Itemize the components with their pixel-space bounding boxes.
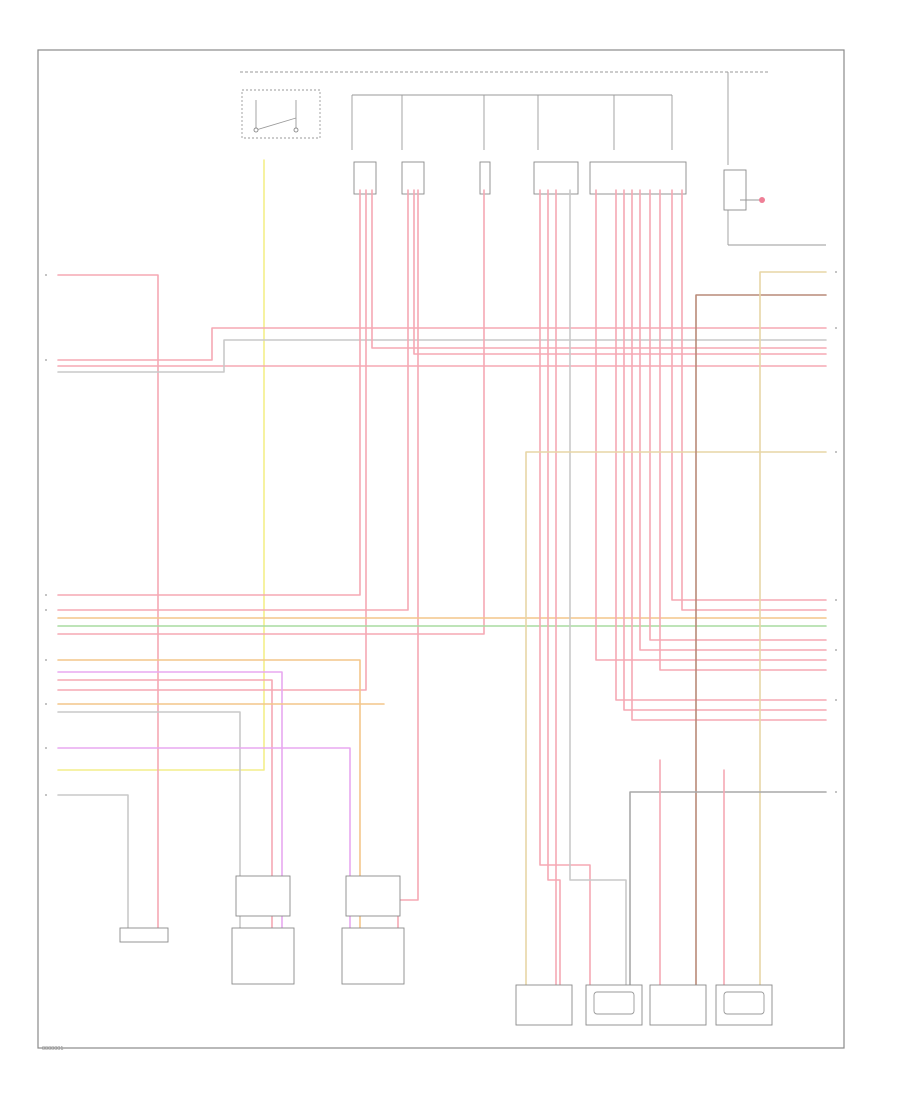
ground-symbol-icon — [727, 197, 826, 246]
connector-symbol-icon — [353, 161, 747, 211]
fuel-injector-group — [515, 984, 773, 1026]
module-a — [119, 927, 169, 943]
switch-symbol-icon — [241, 89, 321, 139]
wires — [57, 159, 827, 1001]
module-c — [341, 875, 405, 985]
diagram-id: 0000001 — [42, 1046, 63, 1052]
diagram-frame — [37, 49, 845, 1049]
terminal-marks — [45, 271, 837, 796]
top-power-bus — [240, 71, 770, 165]
module-b — [231, 875, 295, 985]
